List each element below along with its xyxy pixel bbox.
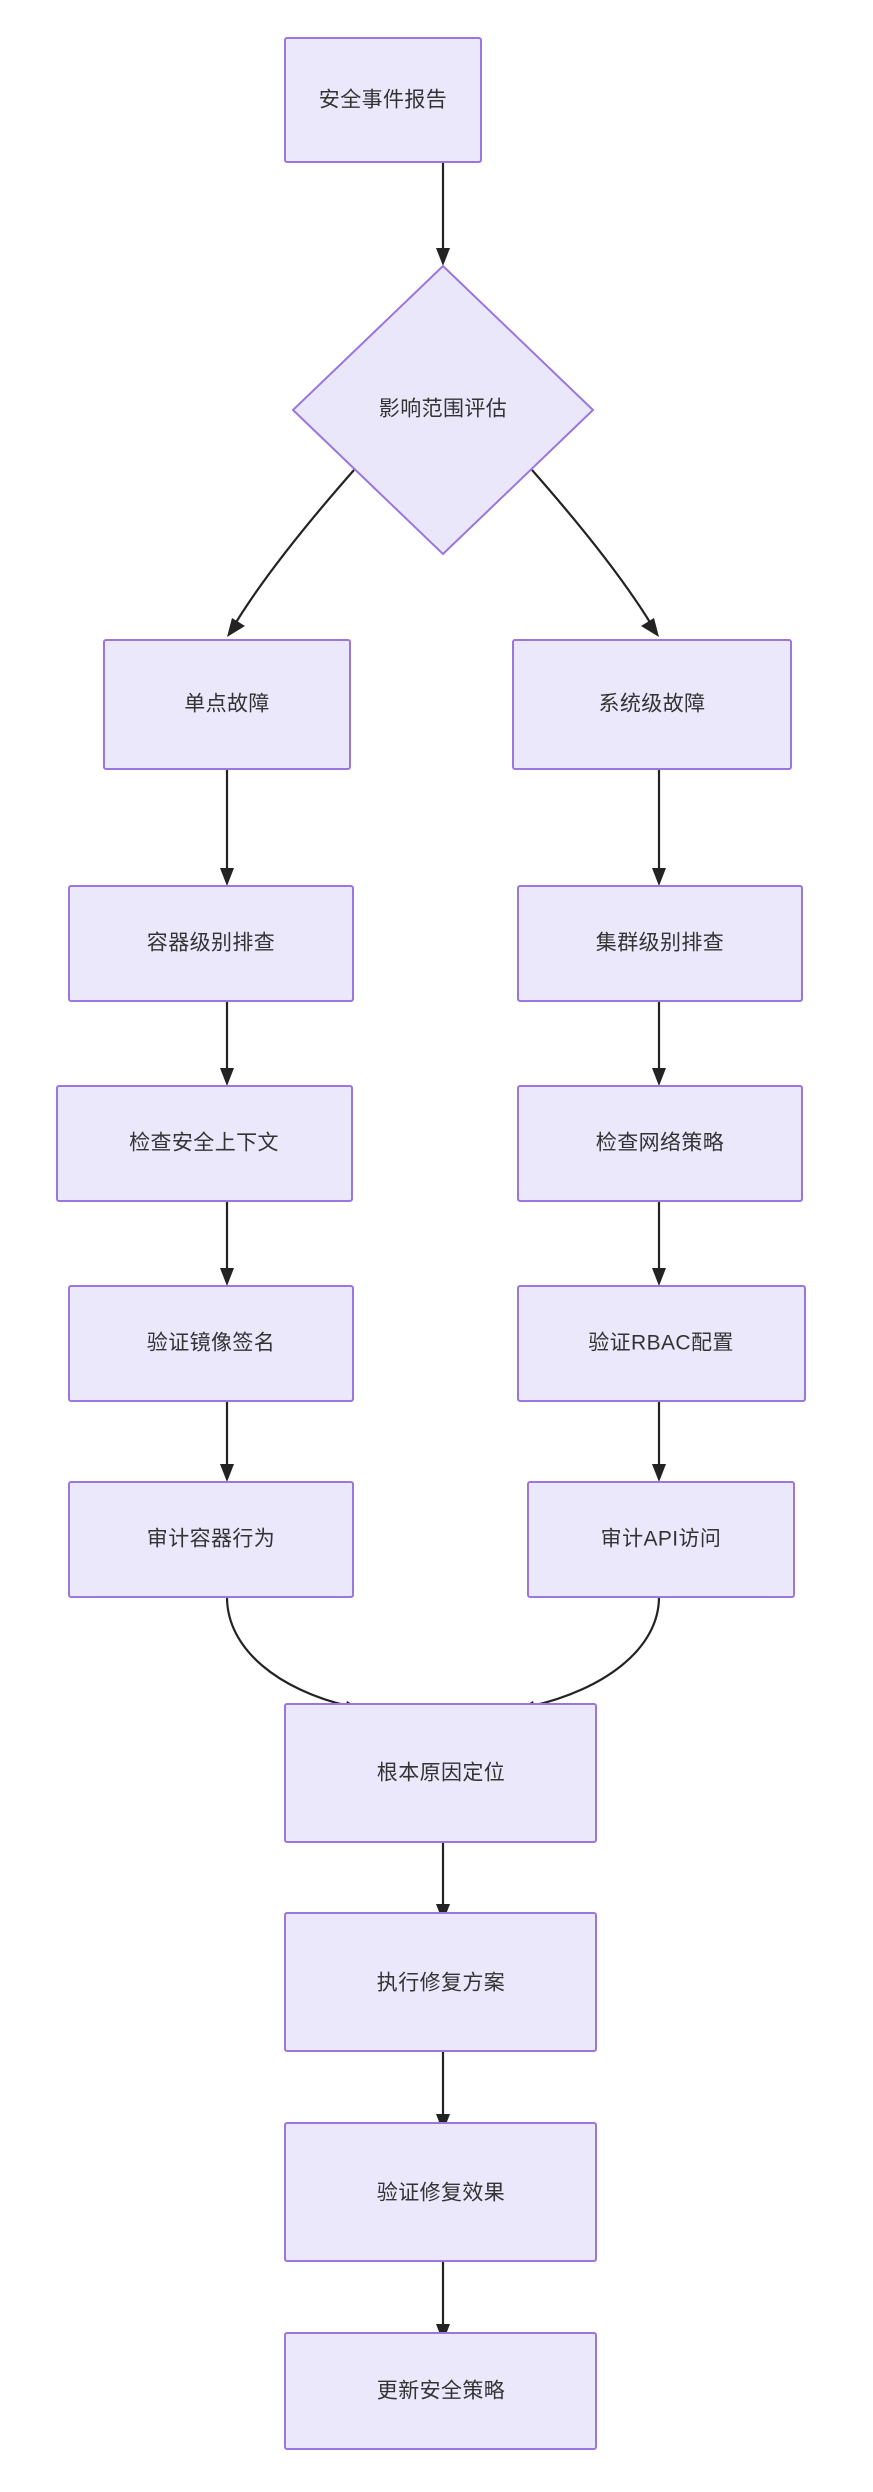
node-left-step-4-label: 审计容器行为 [147, 1528, 275, 1551]
node-right-step-2-shape[interactable] [517, 1085, 803, 1202]
edge-merge-to-remediate [436, 1842, 450, 1922]
node-left-step-3-shape[interactable] [68, 1285, 354, 1402]
node-right-step-3-shape[interactable] [517, 1285, 806, 1402]
node-verify[interactable]: 验证修复效果 [284, 2122, 597, 2262]
node-left-step-2-shape[interactable] [56, 1085, 353, 1202]
node-merge-shape[interactable] [284, 1703, 597, 1843]
node-right-branch[interactable]: 系统级故障 [512, 639, 792, 770]
node-left-step-2[interactable]: 检查安全上下文 [56, 1085, 353, 1202]
edge-right-step-3-to-right-step-4 [652, 1401, 666, 1482]
node-merge-label: 根本原因定位 [377, 1762, 505, 1785]
node-right-step-1-shape[interactable] [517, 885, 803, 1002]
edge-verify-to-update-policy [436, 2261, 450, 2342]
node-left-branch-label: 单点故障 [184, 693, 270, 716]
node-update-policy[interactable]: 更新安全策略 [284, 2332, 597, 2450]
edge-left-step-3-to-left-step-4 [220, 1401, 234, 1482]
edge-right-branch-to-right-step-1 [652, 769, 666, 886]
node-right-step-2-label: 检查网络策略 [596, 1132, 724, 1155]
node-remediate[interactable]: 执行修复方案 [284, 1912, 597, 2052]
node-left-step-1-label: 容器级别排查 [147, 932, 275, 955]
edge-decision-to-left-branch [227, 469, 355, 637]
node-left-branch[interactable]: 单点故障 [103, 639, 351, 770]
node-left-step-1[interactable]: 容器级别排查 [68, 885, 354, 1002]
node-decision-shape[interactable] [291, 264, 595, 556]
node-left-step-1-shape[interactable] [68, 885, 354, 1002]
node-start-label: 安全事件报告 [319, 89, 447, 112]
node-right-step-4-label: 审计API访问 [601, 1528, 722, 1551]
node-remediate-shape[interactable] [284, 1912, 597, 2052]
edge-start-to-decision [436, 162, 450, 266]
edge-left-step-4-to-merge [225, 1596, 362, 1715]
edge-layer [220, 162, 666, 2342]
edge-left-branch-to-left-step-1 [220, 769, 234, 886]
node-right-step-1-label: 集群级别排查 [596, 932, 724, 955]
node-right-branch-shape[interactable] [512, 639, 792, 770]
node-left-step-4-shape[interactable] [68, 1481, 354, 1598]
node-left-step-4[interactable]: 审计容器行为 [68, 1481, 354, 1598]
edge-decision-to-right-branch [531, 469, 659, 637]
node-right-step-3-label: 验证RBAC配置 [588, 1332, 734, 1355]
node-right-step-3[interactable]: 验证RBAC配置 [517, 1285, 806, 1402]
node-right-step-2[interactable]: 检查网络策略 [517, 1085, 803, 1202]
edge-left-step-2-to-left-step-3 [220, 1201, 234, 1286]
edge-left-step-1-to-left-step-2 [220, 1001, 234, 1086]
node-update-policy-shape[interactable] [284, 2332, 597, 2450]
node-start-shape[interactable] [284, 37, 482, 163]
node-left-branch-shape[interactable] [103, 639, 351, 770]
node-update-policy-label: 更新安全策略 [377, 2380, 505, 2403]
node-right-step-4[interactable]: 审计API访问 [527, 1481, 795, 1598]
node-left-step-3-label: 验证镜像签名 [147, 1332, 275, 1355]
node-remediate-label: 执行修复方案 [377, 1972, 505, 1995]
edge-remediate-to-verify [436, 2051, 450, 2132]
node-right-step-1[interactable]: 集群级别排查 [517, 885, 803, 1002]
node-start[interactable]: 安全事件报告 [284, 37, 482, 163]
node-verify-shape[interactable] [284, 2122, 597, 2262]
node-left-step-3[interactable]: 验证镜像签名 [68, 1285, 354, 1402]
node-right-branch-label: 系统级故障 [599, 693, 706, 716]
node-decision[interactable]: 影响范围评估 [291, 264, 595, 556]
node-verify-label: 验证修复效果 [377, 2182, 505, 2205]
edge-right-step-2-to-right-step-3 [652, 1201, 666, 1286]
node-right-step-4-shape[interactable] [527, 1481, 795, 1598]
edge-right-step-4-to-merge [518, 1596, 661, 1715]
node-layer: 安全事件报告 影响范围评估 单点故障 系统级故障 容器级别排查 [56, 37, 806, 2450]
edge-right-step-1-to-right-step-2 [652, 1001, 666, 1086]
node-merge[interactable]: 根本原因定位 [284, 1703, 597, 1843]
node-decision-label: 影响范围评估 [379, 398, 507, 421]
node-left-step-2-label: 检查安全上下文 [129, 1132, 279, 1155]
